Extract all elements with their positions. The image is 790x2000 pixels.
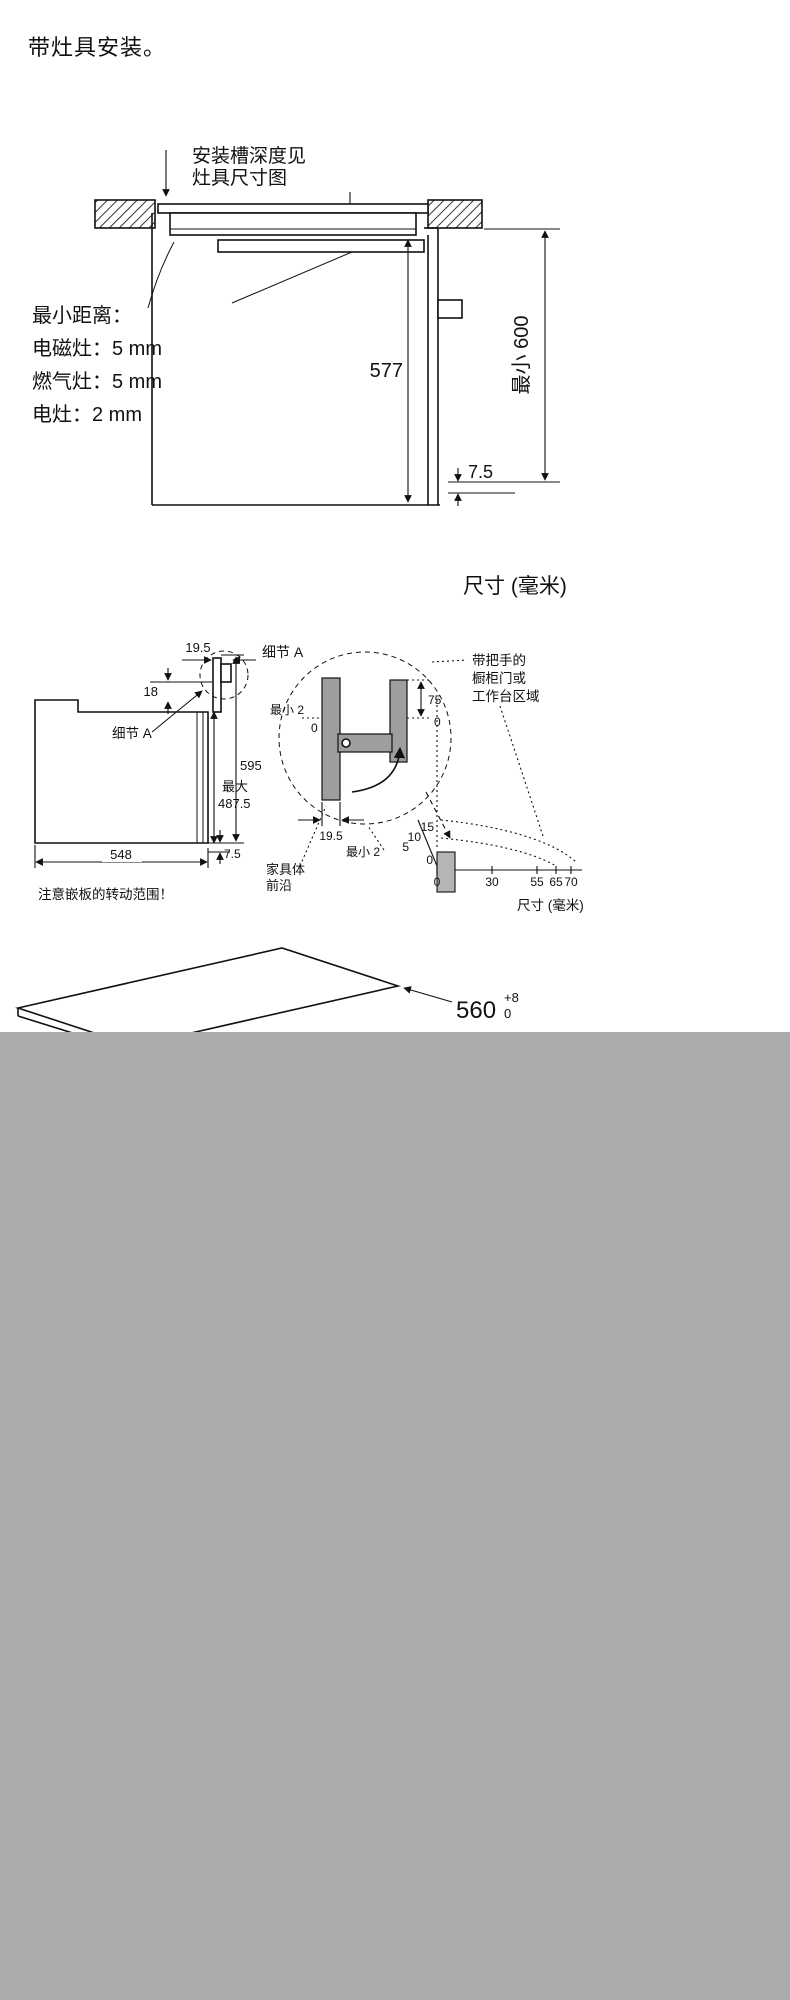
- dim-560-label: 560: [456, 997, 496, 1024]
- furniture-front-edge-line2: 前沿: [266, 878, 292, 893]
- dim-7-5-label: 7.5: [468, 462, 493, 482]
- min-distance-block: 最小距离： 电磁灶：5 mm 燃气灶：5 mm 电灶：2 mm: [32, 304, 162, 426]
- dim-min2-top-label: 最小 2: [270, 703, 304, 717]
- diag-tick-15: 15: [421, 820, 435, 834]
- x-tick-55: 55: [530, 875, 544, 889]
- oven-side-view: [34, 650, 249, 844]
- units-label: 尺寸 (毫米): [463, 575, 567, 598]
- slot-note-line1: 安装槽深度见: [192, 145, 306, 167]
- dimension-18: 18: [144, 668, 212, 714]
- detail-a-enlarged: 细节 A 最小 2 0 75 0 19.5 最小 2 家具体 前沿: [262, 644, 452, 893]
- min-distance-gas: 燃气灶：5 mm: [32, 370, 162, 393]
- furniture-front-edge-line1: 家具体: [266, 862, 305, 877]
- dimension-595: 595: [208, 654, 268, 844]
- x-tick-30: 30: [485, 875, 499, 889]
- dimension-487-5: 最大 487.5: [210, 711, 264, 844]
- handle-clearance-chart: 带把手的 橱柜门或 工作台区域 15 10 5 0 0 30 55 65 70: [402, 653, 583, 913]
- countertop-section: [94, 199, 483, 229]
- x-tick-65: 65: [549, 875, 563, 889]
- side-view-and-detail-diagram: 19.5 18 细节 A 最大 487.5 595: [34, 640, 584, 913]
- dim-75-label: 75: [428, 693, 442, 707]
- dim-18-label: 18: [144, 684, 158, 699]
- dim-560-tol-bottom: 0: [504, 1006, 511, 1021]
- dimension-7-5-side: 7.5: [208, 830, 241, 864]
- dim-min-600-label: 最小 600: [510, 316, 533, 395]
- oven-door-handle: [437, 299, 463, 319]
- detail-a-label: 细节 A: [112, 726, 152, 741]
- min-distance-title: 最小距离：: [32, 304, 132, 327]
- oven-front-section: [389, 679, 408, 763]
- dimension-560: 560 +8 0: [403, 986, 519, 1024]
- oven-outline: [151, 213, 463, 506]
- dim-595-label: 595: [240, 758, 262, 773]
- detail-a-title: 细节 A: [262, 644, 304, 660]
- dim-min2-bottom-label: 最小 2: [346, 845, 380, 859]
- dim-7-5-side-label: 7.5: [224, 847, 241, 861]
- hinge-arm: [337, 733, 393, 753]
- dimension-577: 577: [370, 239, 412, 503]
- mounting-bracket: [212, 657, 222, 713]
- gray-placeholder-area: [0, 1032, 790, 2000]
- diag-tick-10: 10: [408, 830, 422, 844]
- clearance-curve-inner: [440, 837, 557, 867]
- dimension-min-600: 最小 600: [448, 228, 560, 483]
- detail-a-callout: 细节 A: [112, 690, 203, 741]
- x-tick-70: 70: [564, 875, 578, 889]
- detail-a-circle: [199, 650, 249, 700]
- diag-tick-5: 5: [402, 840, 409, 854]
- page-title: 带灶具安装。: [28, 35, 167, 60]
- dimension-7-5-bottom: 7.5: [448, 462, 515, 506]
- handle-zone-label1: 带把手的: [472, 653, 526, 668]
- worktop-perspective-diagram: 560 +8 0: [15, 947, 519, 1032]
- dim-19-5-panel-label: 19.5: [319, 829, 343, 843]
- dim-zero-top-label: 0: [311, 721, 318, 735]
- hinge-pivot: [341, 738, 351, 748]
- min-distance-induction: 电磁灶：5 mm: [32, 337, 162, 360]
- dim-487-5-label: 487.5: [218, 796, 251, 811]
- dim-548-label: 548: [110, 847, 132, 862]
- dim-19-5-label: 19.5: [185, 640, 210, 655]
- handle-zone-label2: 橱柜门或: [472, 671, 526, 686]
- detail-a-boundary-circle: [278, 651, 452, 825]
- dim-560-tol-top: +8: [504, 990, 519, 1005]
- dimension-19-5-bracket: 19.5: [182, 640, 256, 664]
- dim-max-label: 最大: [222, 779, 248, 794]
- dim-577-label: 577: [370, 360, 403, 382]
- leader-lines: [147, 241, 353, 309]
- diag-tick-0: 0: [426, 853, 433, 867]
- handle-zone-label3: 工作台区域: [472, 689, 540, 704]
- rotation-note: 注意嵌板的转动范围！: [38, 886, 173, 902]
- clearance-curve-outer: [440, 819, 577, 863]
- worktop-slab: [15, 947, 401, 1032]
- installation-cross-section-diagram: 安装槽深度见 灶具尺寸图 5: [32, 145, 560, 506]
- min-distance-electric: 电灶：2 mm: [32, 403, 142, 426]
- furniture-panel: [321, 677, 341, 801]
- rotation-arrow: [351, 746, 406, 793]
- slot-note-line2: 灶具尺寸图: [192, 167, 287, 189]
- dimension-548: 548: [34, 845, 209, 868]
- x-tick-0: 0: [434, 875, 441, 889]
- units-label-small: 尺寸 (毫米): [517, 897, 584, 913]
- hob-section: [157, 203, 429, 236]
